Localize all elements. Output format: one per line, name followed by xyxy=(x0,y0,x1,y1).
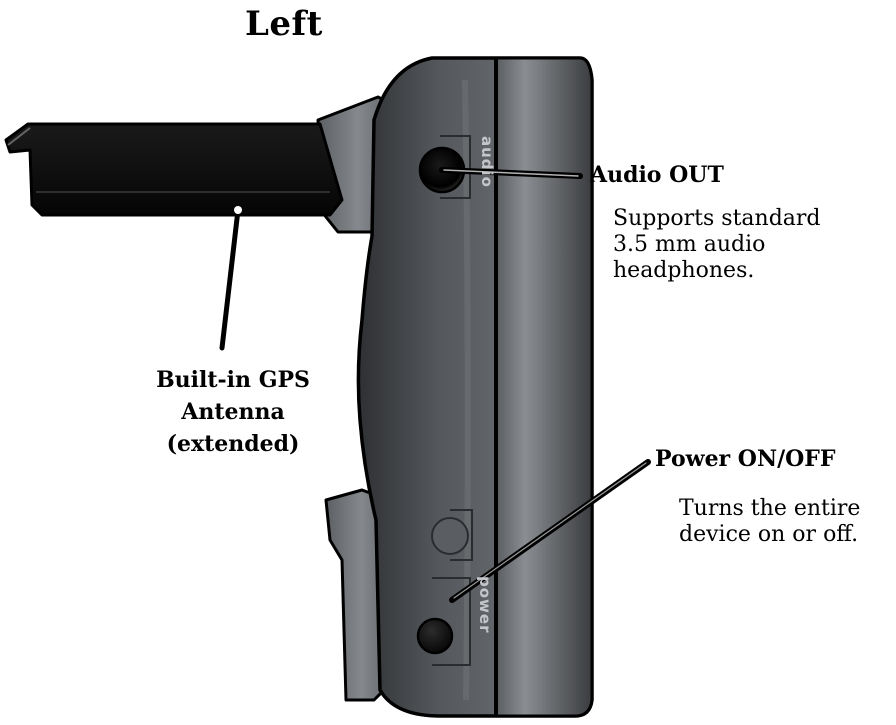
page-title: Left xyxy=(245,4,323,44)
gps-antenna-label: Built-in GPS Antenna (extended) xyxy=(156,367,310,457)
gps-leader-line xyxy=(219,207,241,351)
audio-out-title: Audio OUT xyxy=(590,162,724,188)
gps-antenna xyxy=(4,122,344,217)
audio-leader-halo xyxy=(443,169,579,177)
power-recess-upper xyxy=(431,509,473,561)
audio-out-description: Supports standard 3.5 mm audio headphone… xyxy=(613,206,821,283)
power-button xyxy=(416,577,471,666)
power-title: Power ON/OFF xyxy=(655,446,836,472)
belt-clip xyxy=(324,488,386,702)
power-port-label: power xyxy=(476,576,494,634)
callout-lines xyxy=(219,167,651,603)
audio-port-label: audio xyxy=(478,136,496,188)
power-description: Turns the entire device on or off. xyxy=(679,496,861,547)
